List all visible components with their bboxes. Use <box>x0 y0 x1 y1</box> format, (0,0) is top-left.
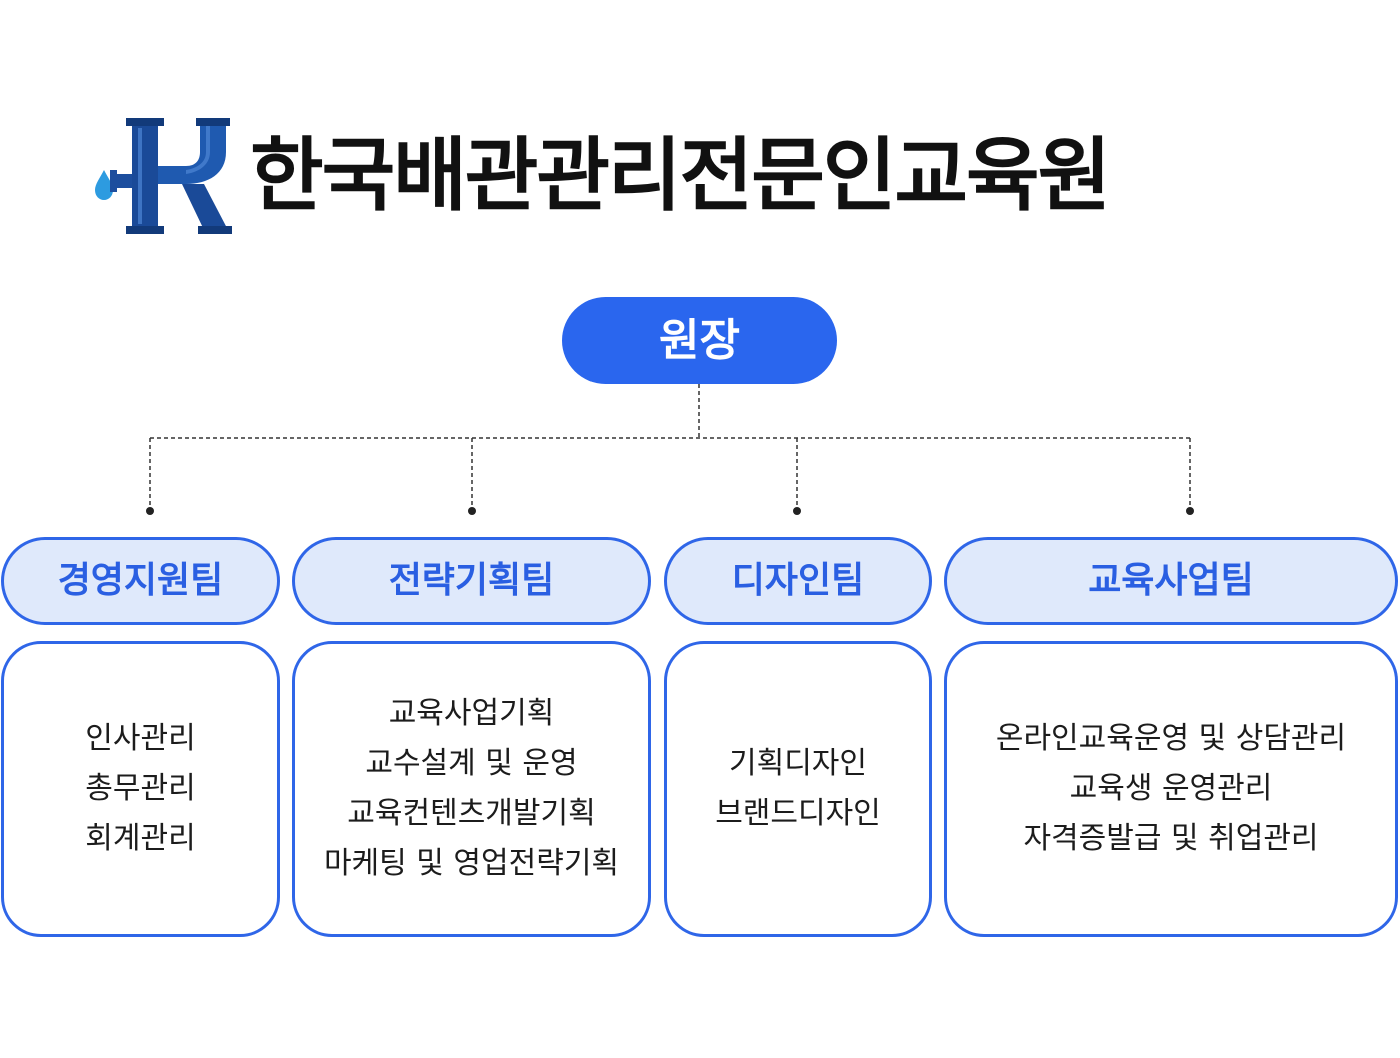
duty-item: 인사관리 <box>85 721 196 756</box>
duty-item: 교육컨텐츠개발기획 <box>347 796 596 831</box>
team-management-support: 경영지원팀 <box>1 537 280 625</box>
duty-item: 교수설계 및 운영 <box>365 746 578 781</box>
team-strategy-planning-duties: 교육사업기획 교수설계 및 운영 교육컨텐츠개발기획 마케팅 및 영업전략기획 <box>292 641 651 937</box>
director-node: 원장 <box>562 297 837 384</box>
duty-item: 자격증발급 및 취업관리 <box>1023 821 1319 856</box>
team-education-business: 교육사업팀 <box>944 537 1398 625</box>
duty-item: 온라인교육운영 및 상담관리 <box>995 721 1347 756</box>
duty-item: 총무관리 <box>85 771 196 806</box>
duty-item: 브랜드디자인 <box>715 796 881 831</box>
header: 한국배관관리전문인교육원 <box>90 112 1320 242</box>
duty-item: 교육생 운영관리 <box>1069 771 1273 806</box>
duty-item: 회계관리 <box>85 821 196 856</box>
pipe-k-logo-icon <box>95 118 232 234</box>
team-management-support-duties: 인사관리 총무관리 회계관리 <box>1 641 280 937</box>
team-strategy-planning: 전략기획팀 <box>292 537 651 625</box>
duty-item: 기획디자인 <box>729 746 867 781</box>
duty-item: 교육사업기획 <box>388 696 555 731</box>
duty-item: 마케팅 및 영업전략기획 <box>323 846 620 881</box>
team-education-business-duties: 온라인교육운영 및 상담관리 교육생 운영관리 자격증발급 및 취업관리 <box>944 641 1398 937</box>
team-design: 디자인팀 <box>664 537 932 625</box>
organization-title: 한국배관관리전문인교육원 <box>250 129 1111 222</box>
team-design-duties: 기획디자인 브랜드디자인 <box>664 641 932 937</box>
